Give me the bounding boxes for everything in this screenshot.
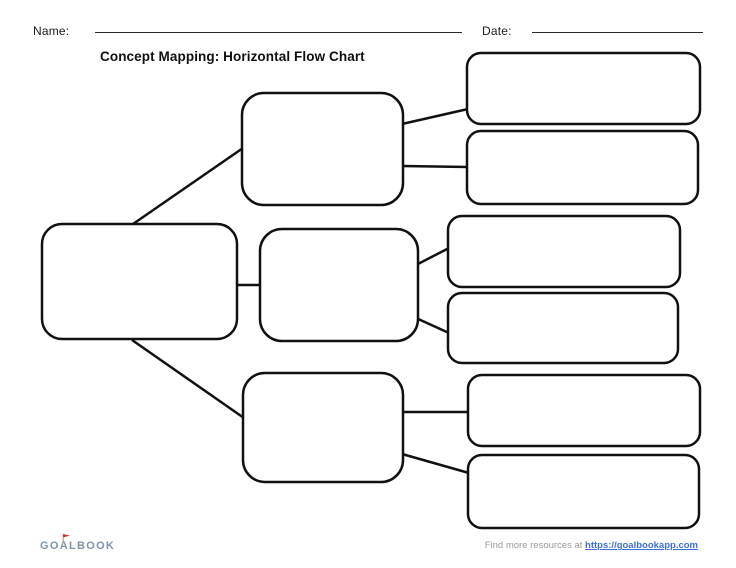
page-title: Concept Mapping: Horizontal Flow Chart: [100, 49, 365, 64]
connector-branch-top-leaf-1: [401, 107, 469, 126]
node-branch-top-box[interactable]: [240, 91, 405, 207]
node-leaf-2-box[interactable]: [465, 129, 700, 206]
connector-branch-bottom-leaf-6: [401, 452, 470, 475]
node-branch-middle-box[interactable]: [258, 227, 420, 343]
node-leaf-5-box[interactable]: [466, 373, 702, 448]
name-label: Name:: [33, 24, 70, 38]
flag-icon: [62, 530, 71, 548]
connector-main-branch-top: [132, 146, 244, 226]
connector-branch-middle-leaf-4: [415, 316, 450, 335]
node-leaf-6-box[interactable]: [466, 453, 701, 530]
connector-branch-top-leaf-2: [401, 164, 469, 169]
goalbookapp-link[interactable]: https://goalbookapp.com: [585, 540, 698, 551]
footer-prefix-text: Find more resources at: [484, 540, 583, 551]
name-input-line[interactable]: [95, 32, 462, 33]
node-main-box[interactable]: [40, 222, 239, 341]
goalbook-logo: GOALBOOK: [40, 534, 116, 554]
connector-main-branch-bottom: [131, 338, 245, 420]
node-leaf-3-box[interactable]: [446, 214, 682, 289]
date-label: Date:: [482, 24, 512, 38]
goalbook-logo-text: GOALBOOK: [40, 540, 116, 552]
date-input-line[interactable]: [532, 32, 703, 33]
node-branch-bottom-box[interactable]: [241, 371, 405, 484]
node-leaf-4-box[interactable]: [446, 291, 680, 365]
footer-note: Find more resources at https://goalbooka…: [485, 540, 698, 551]
connector-branch-middle-leaf-3: [415, 246, 450, 267]
node-leaf-1-box[interactable]: [465, 51, 702, 126]
